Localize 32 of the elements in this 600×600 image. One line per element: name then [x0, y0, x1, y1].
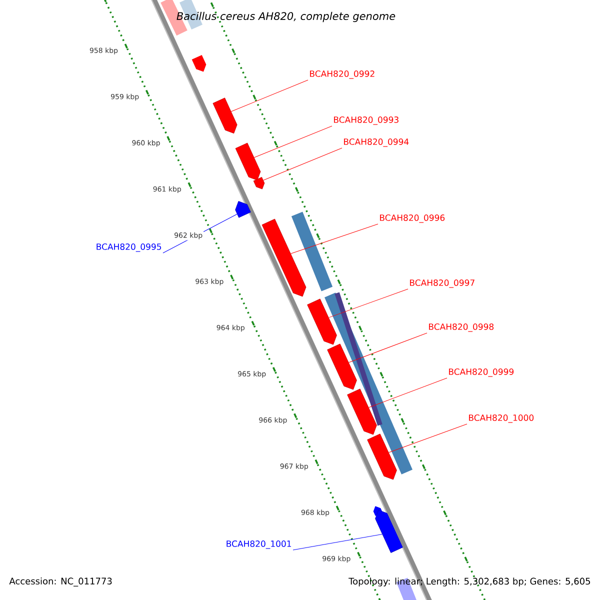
leader-line: [348, 332, 428, 363]
footer-text: Topology: linear; Length: 5,302,683 bp; Genes: 5,605: [348, 578, 590, 586]
leader-line: [292, 534, 382, 550]
gene-label: BCAH820_1000: [469, 414, 534, 423]
gene-label: BCAH820_0992: [310, 70, 374, 79]
gene-feature: [262, 218, 306, 297]
leader-line: [290, 224, 378, 254]
gene-feature: [253, 176, 265, 190]
gene-feature: [307, 298, 337, 345]
gene-label: BCAH820_0994: [344, 138, 409, 147]
gene-feature: [375, 510, 403, 553]
leader-line: [254, 126, 332, 158]
gene-feature: [235, 201, 251, 218]
leader-line: [328, 288, 408, 318]
gene-feature: [212, 98, 238, 134]
leader-line: [368, 378, 448, 408]
gene-feature: [347, 388, 377, 435]
leader-line: [388, 424, 468, 453]
title: Bacillus cereus AH820, complete genome: [176, 12, 396, 22]
footer-text: Accession: NC_011773: [9, 578, 112, 586]
gene-feature: [235, 142, 261, 180]
gene-label: BCAH820_0998: [429, 324, 494, 332]
gene-label: BCAH820_0996: [380, 214, 445, 223]
gene-feature: [367, 434, 397, 480]
gene-label: BCAH820_0999: [449, 368, 514, 377]
gene-label: BCAH820_0993: [334, 116, 398, 125]
gene-label: BCAH820_1001: [226, 540, 291, 549]
leader-line: [263, 148, 342, 180]
gene-label: BCAH820_0997: [410, 280, 474, 288]
leader-line: [230, 80, 308, 112]
gene-feature: [327, 344, 357, 390]
gene-label: BCAH820_0995: [96, 244, 162, 252]
